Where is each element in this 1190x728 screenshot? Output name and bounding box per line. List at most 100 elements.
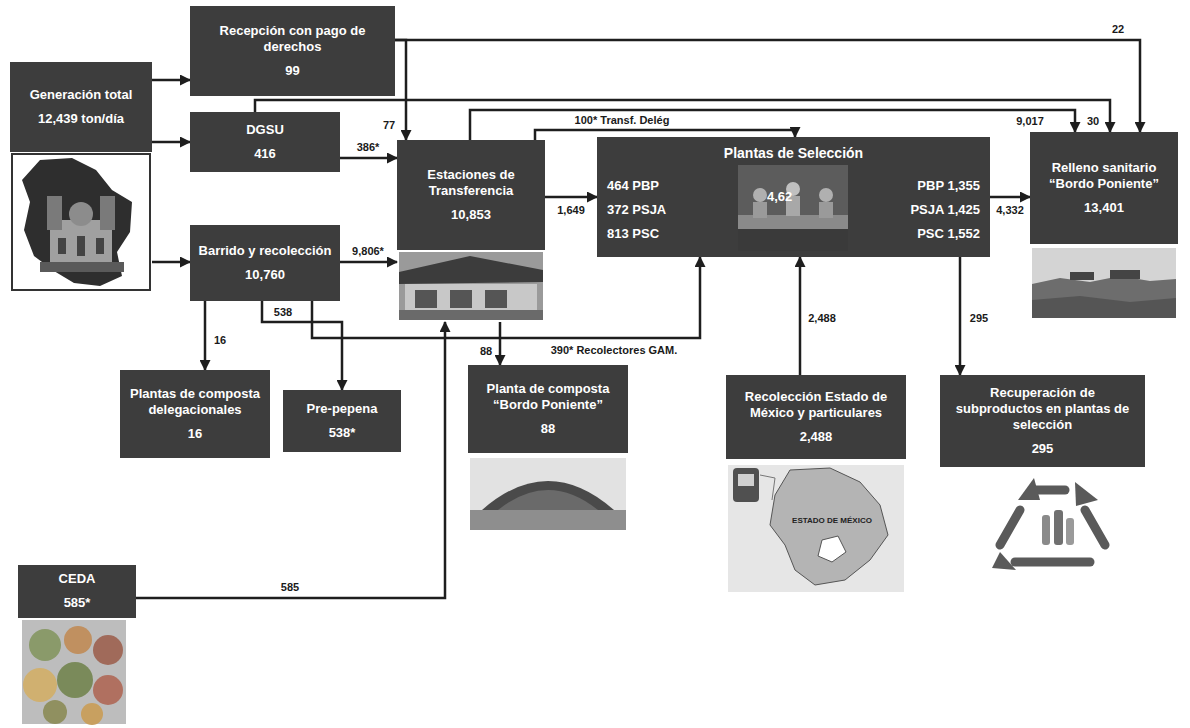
box-value: PSC 1,552 bbox=[917, 226, 980, 242]
flow-arrow bbox=[312, 257, 700, 338]
flow-label: 2,488 bbox=[806, 312, 838, 325]
box-face: Plantas de Selección 464 PBP 372 PSJA 813 P… bbox=[597, 137, 990, 257]
process-box: Generación total 12,439 ton/día bbox=[10, 62, 152, 292]
box-title: DGSU bbox=[246, 122, 284, 138]
flow-label: 9,017 bbox=[1014, 115, 1046, 128]
process-box: Recuperación de subproductos en plantas … bbox=[940, 375, 1145, 467]
box-value: 4,62 bbox=[767, 189, 792, 205]
flow-arrow bbox=[255, 100, 1110, 132]
recycle-symbol bbox=[992, 478, 1105, 570]
process-box: CEDA 585* bbox=[18, 565, 136, 618]
box-face: Generación total 12,439 ton/día bbox=[10, 62, 152, 152]
box-title: Recolección Estado de México y particula… bbox=[732, 389, 900, 422]
box-face: Recepción con pago de derechos 99 bbox=[190, 6, 395, 96]
process-box: Pre-pepena538* bbox=[283, 390, 401, 452]
flow-arrow bbox=[340, 157, 397, 160]
box-value: 16 bbox=[188, 426, 202, 442]
flow-label: 77 bbox=[381, 119, 397, 132]
box-title: Plantas de Selección bbox=[597, 145, 990, 163]
process-box: DGSU 416 bbox=[190, 112, 340, 172]
flow-label: 4,332 bbox=[994, 204, 1026, 217]
box-face: Estaciones de Transferencia 10,853 bbox=[397, 140, 545, 250]
box-value: 10,853 bbox=[451, 207, 491, 223]
box-title: Estaciones de Transferencia bbox=[403, 167, 539, 200]
flow-arrow bbox=[152, 141, 190, 144]
flow-arrow bbox=[136, 322, 445, 598]
box-value: PBP 1,355 bbox=[917, 178, 980, 194]
flow-arrow bbox=[545, 196, 597, 199]
flow-label: 9,806* bbox=[350, 245, 386, 258]
flow-label: 30 bbox=[1085, 115, 1101, 128]
station-photo bbox=[399, 252, 543, 320]
box-face: Recuperación de subproductos en plantas … bbox=[940, 375, 1145, 467]
fruit-picture bbox=[22, 620, 126, 725]
flow-arrow bbox=[204, 301, 207, 370]
box-value: 295 bbox=[1032, 441, 1054, 457]
flow-label: 100* Transf. Delég bbox=[573, 114, 672, 127]
box-value: 13,401 bbox=[1084, 200, 1124, 216]
picture-area bbox=[397, 250, 545, 322]
box-title: Planta de composta “Bordo Poniente” bbox=[474, 381, 622, 414]
process-box: Recolección Estado de México y particula… bbox=[726, 375, 906, 459]
box-value: PSJA 1,425 bbox=[910, 202, 980, 218]
box-value: 464 PBP bbox=[607, 178, 659, 194]
process-box: Estaciones de Transferencia 10,853 bbox=[397, 140, 545, 322]
box-value: 12,439 ton/día bbox=[38, 111, 124, 127]
box-face: DGSU 416 bbox=[190, 112, 340, 172]
flow-arrow bbox=[152, 79, 190, 82]
flow-arrow bbox=[499, 322, 502, 365]
city-picture bbox=[12, 154, 150, 290]
box-value: 99 bbox=[285, 63, 299, 79]
box-face: Plantas de composta delegacionales 16 bbox=[120, 370, 270, 458]
process-box: Plantas de Selección 464 PBP 372 PSJA 813 P… bbox=[597, 137, 990, 257]
box-value: 585* bbox=[64, 595, 91, 611]
flow-arrow bbox=[990, 196, 1030, 199]
box-face: Planta de composta “Bordo Poniente” 88 bbox=[468, 365, 628, 453]
flow-label: 16 bbox=[212, 334, 228, 347]
box-face: Relleno sanitario “Bordo Poniente” 13,401 bbox=[1030, 132, 1178, 244]
flow-arrow bbox=[340, 261, 397, 264]
flow-label: 295 bbox=[968, 312, 990, 325]
box-face: Barrido y recolección 10,760 bbox=[190, 225, 340, 301]
flow-arrow bbox=[152, 261, 190, 264]
map-label: ESTADO DE MÉXICO bbox=[792, 516, 872, 525]
flow-arrow bbox=[959, 257, 962, 375]
flow-label: 386* bbox=[355, 141, 382, 154]
box-title: Recepción con pago de derechos bbox=[196, 23, 389, 56]
flow-label: 585 bbox=[279, 581, 301, 594]
flow-label: 538 bbox=[272, 306, 294, 319]
flow-label: 1,649 bbox=[555, 204, 587, 217]
process-box: Plantas de composta delegacionales 16 bbox=[120, 370, 270, 458]
flow-label: 88 bbox=[478, 345, 494, 358]
box-face: Pre-pepena538* bbox=[283, 390, 401, 452]
box-face: CEDA 585* bbox=[18, 565, 136, 618]
process-box: Barrido y recolección 10,760 bbox=[190, 225, 340, 301]
box-value: 88 bbox=[541, 421, 555, 437]
box-value: 2,488 bbox=[800, 429, 833, 445]
box-title: Generación total bbox=[30, 87, 133, 103]
box-value: 813 PSC bbox=[607, 226, 659, 242]
picture-area bbox=[10, 152, 152, 292]
box-title: Plantas de composta delegacionales bbox=[126, 386, 264, 419]
box-title: Relleno sanitario “Bordo Poniente” bbox=[1036, 160, 1172, 193]
box-value: 372 PSJA bbox=[607, 202, 666, 218]
box-title: Recuperación de subproductos en plantas … bbox=[946, 385, 1139, 434]
compost-photo bbox=[470, 458, 626, 530]
box-value: 416 bbox=[254, 146, 276, 162]
process-box: Relleno sanitario “Bordo Poniente” 13,401 bbox=[1030, 132, 1178, 244]
flow-arrow bbox=[470, 110, 1075, 140]
sorting-photo bbox=[738, 165, 848, 251]
flow-arrow bbox=[262, 301, 342, 390]
process-box: Recepción con pago de derechos 99 bbox=[190, 6, 395, 96]
box-value: 10,760 bbox=[245, 267, 285, 283]
box-title: Barrido y recolección bbox=[199, 243, 332, 259]
state-map bbox=[728, 465, 904, 592]
flow-label: 22 bbox=[1110, 23, 1126, 36]
box-value: 538* bbox=[329, 425, 356, 441]
landfill-photo bbox=[1032, 248, 1176, 318]
box-face: Recolección Estado de México y particula… bbox=[726, 375, 906, 459]
box-title: CEDA bbox=[59, 571, 96, 587]
flow-arrow bbox=[395, 40, 1140, 132]
process-box: Planta de composta “Bordo Poniente” 88 bbox=[468, 365, 628, 453]
